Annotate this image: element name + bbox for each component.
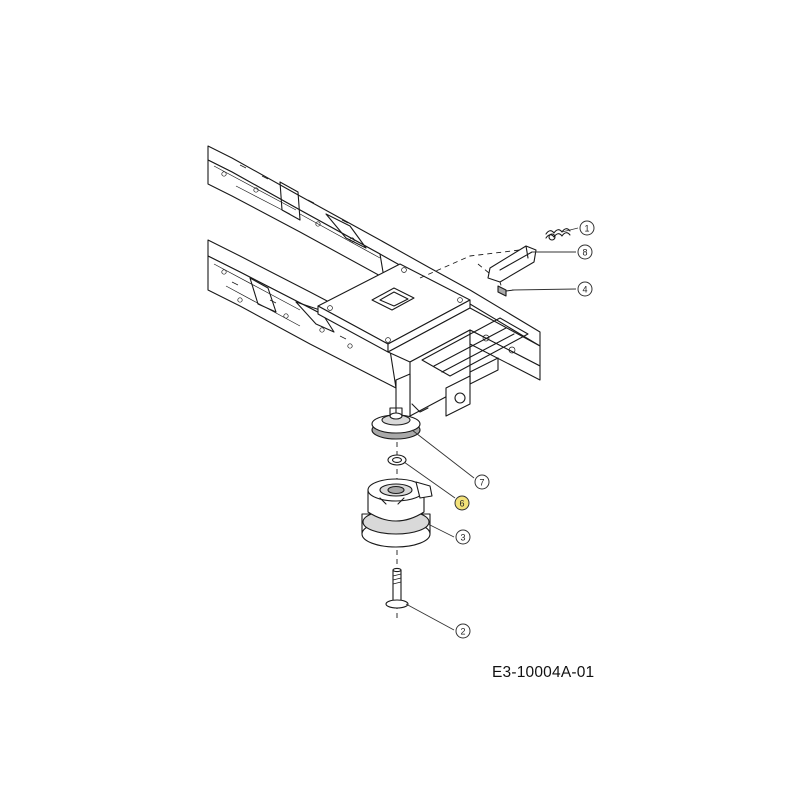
pto-clutch-part bbox=[361, 478, 433, 548]
callout-label: 8 bbox=[582, 248, 587, 258]
long-bolt-part bbox=[385, 567, 409, 609]
pulley-part bbox=[371, 407, 421, 440]
drawing-id: E3-10004A-01 bbox=[492, 664, 595, 681]
callout-2: 2 bbox=[455, 623, 471, 639]
callout-label: 6 bbox=[459, 499, 464, 509]
callout-label: 3 bbox=[460, 533, 465, 543]
callout-label: 7 bbox=[479, 478, 484, 488]
bracket-arm-part bbox=[487, 245, 537, 283]
washer-part bbox=[387, 454, 407, 466]
callout-4: 4 bbox=[577, 281, 593, 297]
callout-label: 2 bbox=[460, 627, 465, 637]
callout-8: 8 bbox=[577, 244, 593, 260]
front-bracket bbox=[387, 307, 541, 423]
callout-3: 3 bbox=[455, 529, 471, 545]
callout-7: 7 bbox=[474, 474, 490, 490]
callout-6: 6 bbox=[454, 495, 470, 511]
leader-lines bbox=[403, 227, 579, 631]
small-bolt-part bbox=[497, 285, 515, 297]
callout-1: 1 bbox=[579, 220, 595, 236]
callout-label: 1 bbox=[584, 224, 589, 234]
spring-part bbox=[545, 228, 571, 241]
callout-label: 4 bbox=[582, 285, 587, 295]
